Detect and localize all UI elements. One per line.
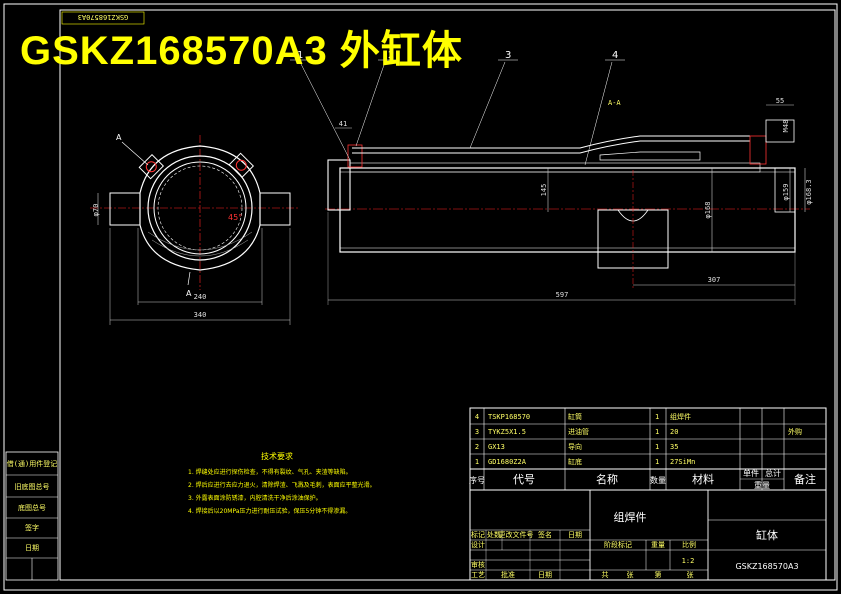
tb-rev-2: 更改文件号 <box>499 530 534 539</box>
bom-table: 4 TSKP168570 缸筒 1 组焊件 3 TYKZ5X1.5 进油管 1 … <box>469 407 827 491</box>
bom-h-qty: 数量 <box>650 475 666 485</box>
note-2: 2. 焊后应进行去应力退火，清除焊渣、飞溅及毛刺，表面应平整光滑。 <box>188 481 376 489</box>
technical-notes: 技术要求 1. 焊缝处应进行探伤检查，不得有裂纹、气孔、夹渣等缺陷。 2. 焊后… <box>188 451 376 515</box>
outer-border <box>3 3 838 591</box>
dim-diam-small: φ168 <box>704 202 712 219</box>
bom-h-no: 序号 <box>469 475 485 485</box>
main-section-view: 1 2 3 4 A-A 597 307 55 41 145 φ168 φ168.… <box>290 50 813 305</box>
tb-bottom-1: 张 <box>627 570 634 579</box>
bom-r0-name: 缸筒 <box>568 412 582 421</box>
tb-date: 日期 <box>538 571 552 579</box>
tb-scale: 1:2 <box>682 557 695 565</box>
tb-sign-2: 工艺 <box>471 571 485 579</box>
bom-r1-mat: 20 <box>670 428 678 436</box>
dim-top-41: 41 <box>339 120 347 128</box>
bom-h-material: 材料 <box>692 472 714 486</box>
bom-r0-code: TSKP168570 <box>488 413 530 421</box>
tb-rev-0: 标记 <box>471 530 485 539</box>
tb-part-type: 组焊件 <box>614 510 647 524</box>
tb-rev-4: 日期 <box>568 531 582 539</box>
bom-r1-name: 进油管 <box>568 427 589 436</box>
angle-mark: 45° <box>228 213 242 222</box>
tb-drawing-no: GSKZ168570A3 <box>735 562 798 571</box>
tb-stage-1: 重量 <box>651 541 665 549</box>
section-label-b: A <box>186 289 192 298</box>
inner-border <box>59 9 836 581</box>
note-1: 1. 焊缝处应进行探伤检查，不得有裂纹、气孔、夹渣等缺陷。 <box>188 468 352 476</box>
section-label-a: A <box>116 133 122 142</box>
dim-h-145: 145 <box>540 184 548 197</box>
note-3: 3. 外露表面涂防锈漆，内腔清洗干净后涂油保护。 <box>188 494 322 502</box>
tb-sign-0: 设计 <box>471 540 485 549</box>
end-view: A A 45° 340 240 φ70 <box>90 133 300 325</box>
left-strip: 借(通)用件登记 旧底图总号 底图总号 签字 日期 <box>5 451 59 581</box>
dim-left-outer: 340 <box>194 311 207 319</box>
bom-r3-code: GD1680Z2A <box>488 458 527 466</box>
bom-r2-name: 导向 <box>568 442 582 451</box>
dim-top-55: 55 <box>776 97 784 105</box>
bom-h-weight: 重量 <box>754 480 770 490</box>
tb-bottom-0: 共 <box>602 570 609 579</box>
bom-r1-qty: 1 <box>655 428 659 436</box>
stamp-text: GSKZ168570A3 <box>78 13 129 21</box>
dim-left-height: φ70 <box>92 204 100 217</box>
notes-heading: 技术要求 <box>261 451 293 461</box>
part-label-4: 4 <box>612 50 618 61</box>
part-label-3: 3 <box>505 50 511 61</box>
bom-r0-mat: 组焊件 <box>670 412 691 421</box>
tb-bottom-2: 第 <box>655 570 662 579</box>
left-strip-sign: 签字 <box>25 523 39 532</box>
bom-r2-no: 2 <box>475 443 479 451</box>
bom-h-total: 总计 <box>765 468 781 478</box>
left-strip-reg: 借(通)用件登记 <box>7 459 57 468</box>
note-4: 4. 焊接后以20MPa压力进行耐压试验，保压5分钟不得渗漏。 <box>188 507 351 515</box>
dim-diam-mid: φ159 <box>782 184 790 201</box>
dim-diam-big: φ168.3 <box>805 179 813 204</box>
bom-r1-note: 外购 <box>788 427 802 436</box>
left-strip-base: 底图总号 <box>18 503 46 512</box>
part-label-1: 1 <box>297 50 303 61</box>
bom-r0-qty: 1 <box>655 413 659 421</box>
bom-h-code: 代号 <box>513 473 535 486</box>
tb-stage-0: 阶段标记 <box>604 540 632 549</box>
bom-r3-mat: 27SiMn <box>670 458 695 466</box>
tb-part-name: 缸体 <box>756 528 778 542</box>
bom-r1-no: 3 <box>475 428 479 436</box>
dim-m48: M48 <box>782 120 790 133</box>
dim-left-inner: 240 <box>194 293 207 301</box>
left-strip-date: 日期 <box>25 544 39 552</box>
bom-r0-no: 4 <box>475 413 479 421</box>
title-block: 组焊件 缸体 GSKZ168570A3 1:2 标记 处数 更改文件号 签名 日… <box>469 489 827 581</box>
bom-h-note: 备注 <box>794 472 816 486</box>
bom-r3-name: 缸底 <box>568 457 582 466</box>
bom-r2-code: GX13 <box>488 443 505 451</box>
tb-sign-1: 审核 <box>471 560 485 569</box>
tb-bottom-3: 张 <box>687 570 694 579</box>
bom-r1-code: TYKZ5X1.5 <box>488 428 526 436</box>
bom-r3-no: 1 <box>475 458 479 466</box>
drawing-title: GSKZ168570A3 外缸体 <box>20 29 463 73</box>
tb-rev-1: 处数 <box>487 530 501 539</box>
tb-stage-2: 比例 <box>682 540 696 549</box>
left-strip-old: 旧底图总号 <box>15 482 50 491</box>
dim-total-length: 597 <box>556 291 569 299</box>
bom-h-name: 名称 <box>596 472 618 486</box>
bom-r3-qty: 1 <box>655 458 659 466</box>
bom-r2-qty: 1 <box>655 443 659 451</box>
part-label-2: 2 <box>388 50 394 61</box>
tb-approve: 批准 <box>501 570 515 579</box>
bom-r2-mat: 35 <box>670 443 678 451</box>
dim-sub-length: 307 <box>708 276 721 284</box>
view-note: A-A <box>608 99 621 107</box>
tb-rev-3: 签名 <box>538 530 552 539</box>
stamp-box <box>61 11 145 25</box>
bom-h-unit: 单件 <box>743 468 759 478</box>
